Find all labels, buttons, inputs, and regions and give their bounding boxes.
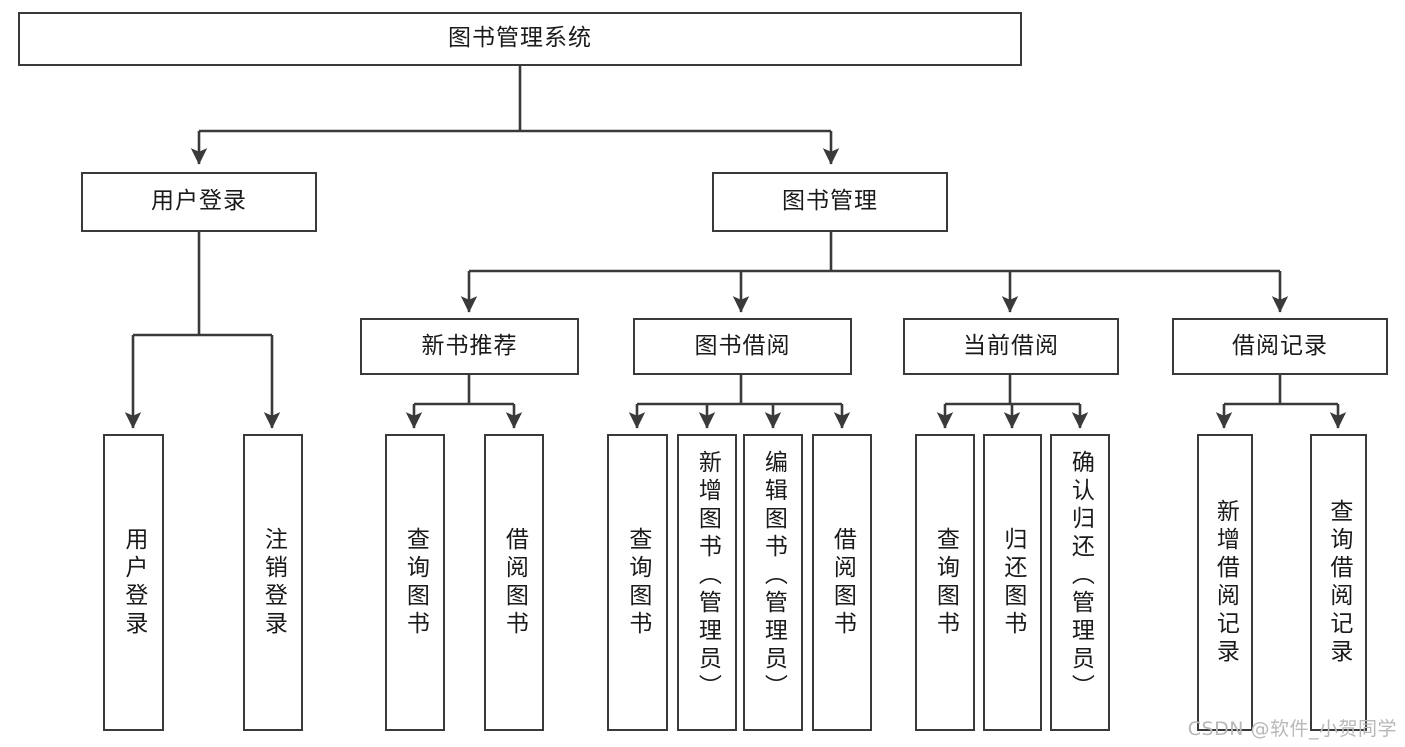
leaf-current-confirm-return-label: 确认归还（管理员） — [1067, 450, 1094, 702]
leaf-record-query[interactable]: 查询借阅记录 — [1310, 434, 1367, 731]
leaf-borrow-query-book[interactable]: 查询图书 — [607, 434, 668, 731]
node-new-book-recommend[interactable]: 新书推荐 — [360, 318, 579, 375]
node-user-login[interactable]: 用户登录 — [81, 172, 317, 232]
node-new-book-recommend-label: 新书推荐 — [421, 332, 518, 359]
node-book-borrow[interactable]: 图书借阅 — [633, 318, 852, 375]
leaf-new-book-query[interactable]: 查询图书 — [385, 434, 445, 731]
leaf-new-book-borrow[interactable]: 借阅图书 — [484, 434, 544, 731]
leaf-new-book-query-label: 查询图书 — [402, 526, 429, 639]
leaf-borrow-query-book-label: 查询图书 — [624, 526, 651, 639]
node-borrow-record-label: 借阅记录 — [1232, 332, 1328, 359]
node-current-borrow[interactable]: 当前借阅 — [903, 318, 1119, 375]
leaf-current-return-book-label: 归还图书 — [999, 526, 1026, 639]
leaf-user-login-signin[interactable]: 用户登录 — [103, 434, 164, 731]
leaf-borrow-add-book-label: 新增图书（管理员） — [694, 450, 721, 702]
leaf-record-add[interactable]: 新增借阅记录 — [1197, 434, 1253, 731]
leaf-user-login-signin-label: 用户登录 — [120, 526, 147, 639]
leaf-borrow-edit-book-label: 编辑图书（管理员） — [760, 450, 787, 702]
node-book-borrow-label: 图书借阅 — [694, 332, 791, 359]
node-book-management-label: 图书管理 — [782, 188, 878, 215]
node-root-system-label: 图书管理系统 — [448, 25, 592, 52]
leaf-current-confirm-return[interactable]: 确认归还（管理员） — [1050, 434, 1110, 731]
leaf-borrow-edit-book[interactable]: 编辑图书（管理员） — [743, 434, 803, 731]
node-book-management[interactable]: 图书管理 — [712, 172, 948, 232]
leaf-current-query-book[interactable]: 查询图书 — [915, 434, 975, 731]
node-user-login-label: 用户登录 — [151, 188, 247, 215]
leaf-record-query-label: 查询借阅记录 — [1325, 498, 1352, 667]
leaf-borrow-add-book[interactable]: 新增图书（管理员） — [677, 434, 737, 731]
leaf-current-return-book[interactable]: 归还图书 — [983, 434, 1042, 731]
leaf-current-query-book-label: 查询图书 — [932, 526, 959, 639]
node-borrow-record[interactable]: 借阅记录 — [1172, 318, 1388, 375]
leaf-user-login-signout[interactable]: 注销登录 — [243, 434, 303, 731]
leaf-new-book-borrow-label: 借阅图书 — [501, 526, 528, 639]
leaf-borrow-borrow-book-label: 借阅图书 — [829, 526, 856, 639]
node-root-system[interactable]: 图书管理系统 — [18, 12, 1022, 66]
leaf-borrow-borrow-book[interactable]: 借阅图书 — [812, 434, 872, 731]
csdn-watermark: CSDN @软件_小贺同学 — [1187, 718, 1397, 740]
leaf-user-login-signout-label: 注销登录 — [260, 526, 287, 639]
node-current-borrow-label: 当前借阅 — [963, 332, 1059, 359]
leaf-record-add-label: 新增借阅记录 — [1212, 498, 1239, 667]
